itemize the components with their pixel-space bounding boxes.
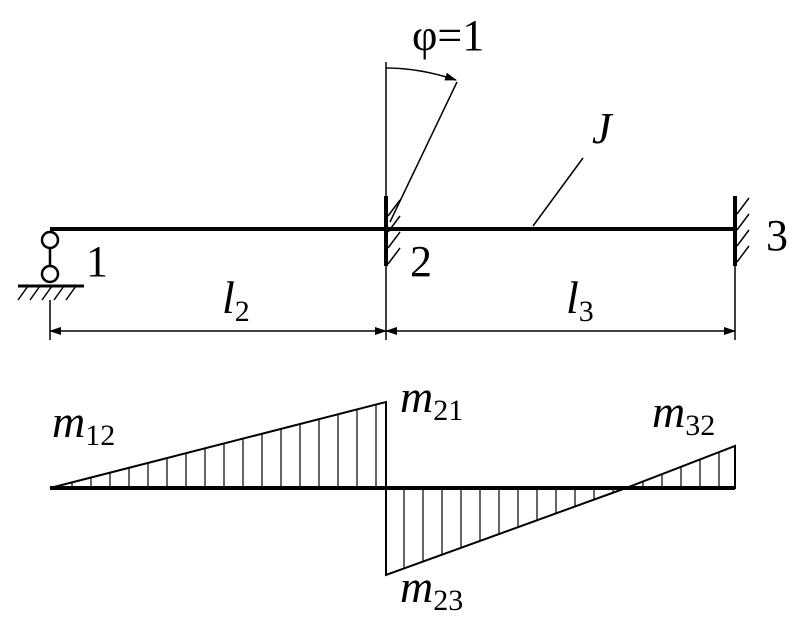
stiffness-label: J	[592, 104, 614, 153]
node-label-3: 3	[766, 211, 788, 260]
node-label-2: 2	[410, 237, 432, 286]
moment-label-m23: m23	[400, 561, 463, 617]
rotation-arc-arrow	[385, 67, 457, 81]
dimension-lines	[49, 266, 736, 340]
span-label-l3: l3	[566, 272, 594, 328]
span-label-l2: l2	[222, 272, 250, 328]
roller-support-1	[17, 230, 84, 301]
node-label-1: 1	[86, 237, 108, 286]
beam-scheme	[17, 62, 750, 340]
clamp-node-2	[384, 196, 401, 266]
moment-label-m32: m32	[652, 386, 715, 442]
rotated-line	[389, 81, 458, 223]
moment-label-m21: m21	[400, 371, 463, 427]
moment-diagram	[49, 400, 736, 577]
rotation-label: φ=1	[412, 11, 484, 60]
moment-label-m12: m12	[52, 396, 115, 452]
stiffness-leader-line	[532, 157, 584, 227]
moment-hatching	[71, 404, 720, 569]
fixed-support-3	[733, 196, 750, 266]
